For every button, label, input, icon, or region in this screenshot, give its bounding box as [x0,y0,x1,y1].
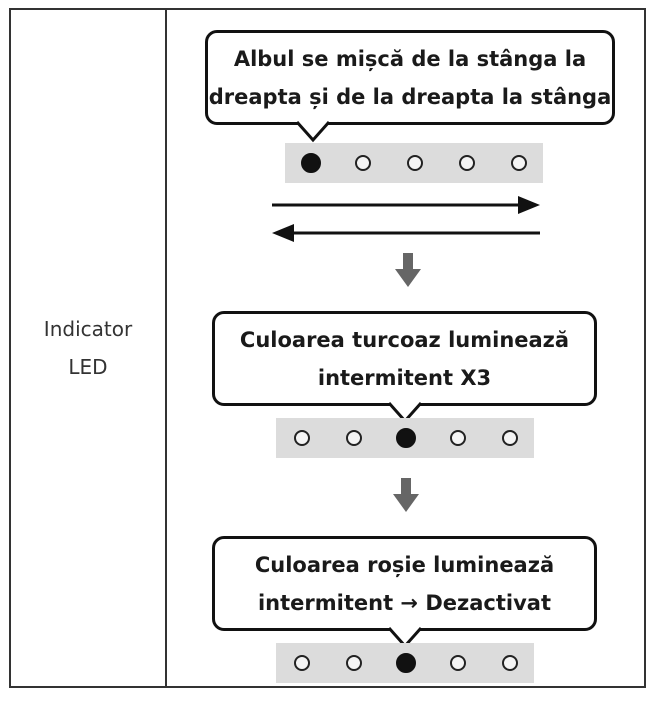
step-3-led-strip [276,643,534,683]
step-2-led-strip [276,418,534,458]
step-2-led-1 [294,430,310,446]
step-3-text-line-1: Culoarea roșie luminează [254,552,555,577]
step-1-callout: Albul se mișcă de la stânga la dreapta ș… [205,30,615,125]
step-2-led-5 [502,430,518,446]
step-3-led-3 [396,653,416,673]
down-arrow-icon [393,478,419,512]
step-1-led-strip [285,143,543,183]
step-3-led-1 [294,655,310,671]
step-1-led-1 [301,153,321,173]
step-3-text-line-2: intermitent → Dezactivat [257,590,551,615]
step-3-led-4 [450,655,466,671]
step-1-led-4 [459,155,475,171]
step-2-led-2 [346,430,362,446]
column-divider [165,10,167,686]
step-1-led-5 [511,155,527,171]
step-3-led-2 [346,655,362,671]
step-2-text-line-1: Culoarea turcoaz luminează [239,327,570,352]
step-2-callout: Culoarea turcoaz luminează intermitent X… [212,311,597,406]
step-3-led-5 [502,655,518,671]
step-3-callout: Culoarea roșie luminează intermitent → D… [212,536,597,631]
step-2-led-4 [450,430,466,446]
step-1-text-line-2: dreapta și de la dreapta la stânga [208,84,612,109]
step-2-led-3 [396,428,416,448]
step-2-text-line-2: intermitent X3 [317,365,492,390]
step-1-led-3 [407,155,423,171]
step-1-led-2 [355,155,371,171]
led-indicator-table: Indicator LED [9,8,646,688]
row-label-line-1: Indicator [43,317,133,341]
down-arrow-icon [395,253,421,287]
row-label-cell: Indicator LED [11,10,165,686]
step-1-callout-pointer [296,121,330,143]
step-1-text-line-1: Albul se mișcă de la stânga la [233,46,587,71]
row-label-line-2: LED [68,355,108,379]
left-right-arrows-icon [272,196,540,242]
